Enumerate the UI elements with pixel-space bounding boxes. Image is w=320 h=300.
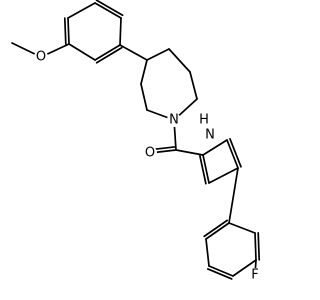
atom-o-carbonyl: O xyxy=(143,146,157,161)
bond-B3-B4 xyxy=(208,265,234,277)
bond-B1-B2 xyxy=(205,222,230,240)
bond-A3-Z3 xyxy=(119,44,148,61)
bond-A4-A5 xyxy=(95,0,124,17)
bond-B2-B3 xyxy=(205,238,210,267)
bonds xyxy=(11,0,261,280)
bond-A2-A3 xyxy=(94,44,121,61)
bond-C-P2 xyxy=(175,149,204,156)
bond-B3-B4 xyxy=(206,268,233,280)
bond-A3-A4 xyxy=(119,17,122,46)
bond-A1-A2 xyxy=(68,43,96,61)
bond-B5-B6 xyxy=(257,232,261,261)
bond-P4-P5 xyxy=(229,137,242,168)
bond-A5-A6 xyxy=(67,2,96,19)
bond-B5-B6 xyxy=(254,232,257,261)
bond-A4-A5 xyxy=(94,2,122,19)
atom-n-pyrrole-label: N xyxy=(205,128,215,143)
bond-Z3-Z2 xyxy=(146,48,170,61)
bond-A2-A3 xyxy=(95,46,123,64)
bond-A6-A1 xyxy=(63,17,67,45)
bond-A6-A1 xyxy=(67,17,70,45)
bond-B1-B2 xyxy=(203,219,229,238)
atom-o-carbonyl-label: O xyxy=(145,146,155,161)
bond-P4-P5 xyxy=(226,139,239,169)
atom-f-fluoro: F xyxy=(248,268,262,283)
bond-P4-B1 xyxy=(228,167,239,224)
atom-n-azepane: N xyxy=(167,113,181,128)
bond-P2-P3 xyxy=(202,154,210,184)
bond-Z5-Z6 xyxy=(189,71,198,100)
bond-P3-P4 xyxy=(208,167,239,184)
bond-Z2-Z5 xyxy=(168,48,191,73)
atom-o-methoxy-label: O xyxy=(36,50,46,65)
atom-labels: O N O H N F xyxy=(34,50,262,283)
bond-B4-B5 xyxy=(232,259,257,277)
atom-n-azepane-label: N xyxy=(169,113,179,128)
atom-f-label: F xyxy=(251,268,258,283)
molecule-structure: O N O H N F xyxy=(11,0,262,283)
bond-Z4-Z4b xyxy=(140,83,148,111)
bond-P5-P2 xyxy=(202,139,228,156)
atom-o-methoxy: O xyxy=(34,50,48,65)
bond-Z4b-Z3 xyxy=(140,59,148,85)
bond-P2-P3 xyxy=(199,154,207,185)
atom-nh-pyrrole: H N xyxy=(197,113,219,143)
atom-h-pyrrole-label: H xyxy=(199,113,209,128)
bond-B6-B1 xyxy=(228,222,256,234)
